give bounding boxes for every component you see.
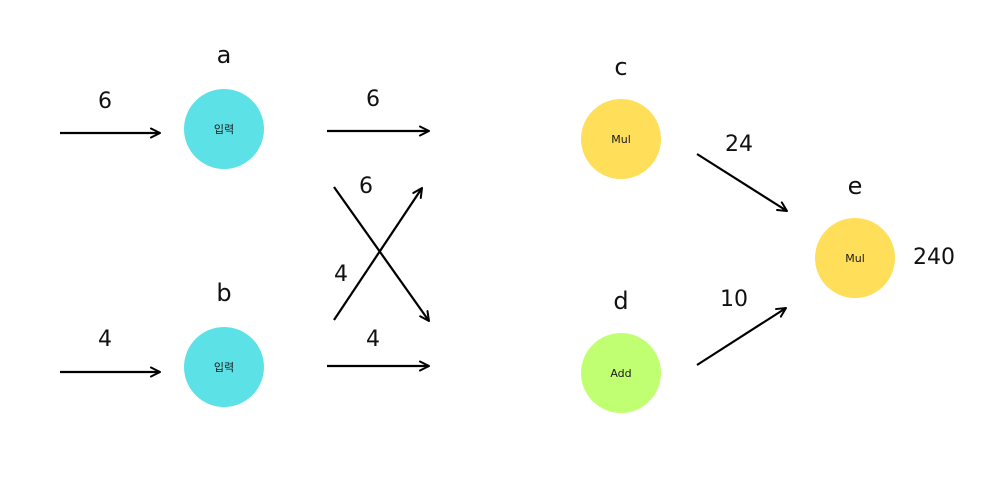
node-d-name: d [613,287,628,315]
node-d-op: Add [610,367,631,380]
value-a-to-c: 6 [366,87,380,112]
value-into-b: 4 [98,327,112,352]
arrow-a-to-d [333,186,430,322]
value-a-to-d: 6 [359,174,373,199]
value-c-to-e: 24 [725,132,753,157]
node-b [184,327,264,407]
arrow-b-to-c [333,187,423,321]
node-b-op: 입력 [214,361,234,374]
node-e-op: Mul [845,252,865,265]
node-e [815,218,895,298]
arrow-c-to-e [696,153,788,212]
node-d [581,333,661,413]
node-a-op: 입력 [214,123,234,136]
output-value: 240 [913,245,955,270]
node-c-name: c [614,53,627,81]
node-e-name: e [848,172,863,200]
node-a [184,89,264,169]
value-d-to-e: 10 [720,287,748,312]
value-into-a: 6 [98,89,112,114]
node-c-op: Mul [611,133,631,146]
node-c [581,99,661,179]
value-b-to-d: 4 [366,327,380,352]
node-b-name: b [216,279,231,307]
node-a-name: a [217,41,232,69]
value-b-to-c: 4 [334,262,348,287]
arrow-d-to-e [696,307,787,366]
